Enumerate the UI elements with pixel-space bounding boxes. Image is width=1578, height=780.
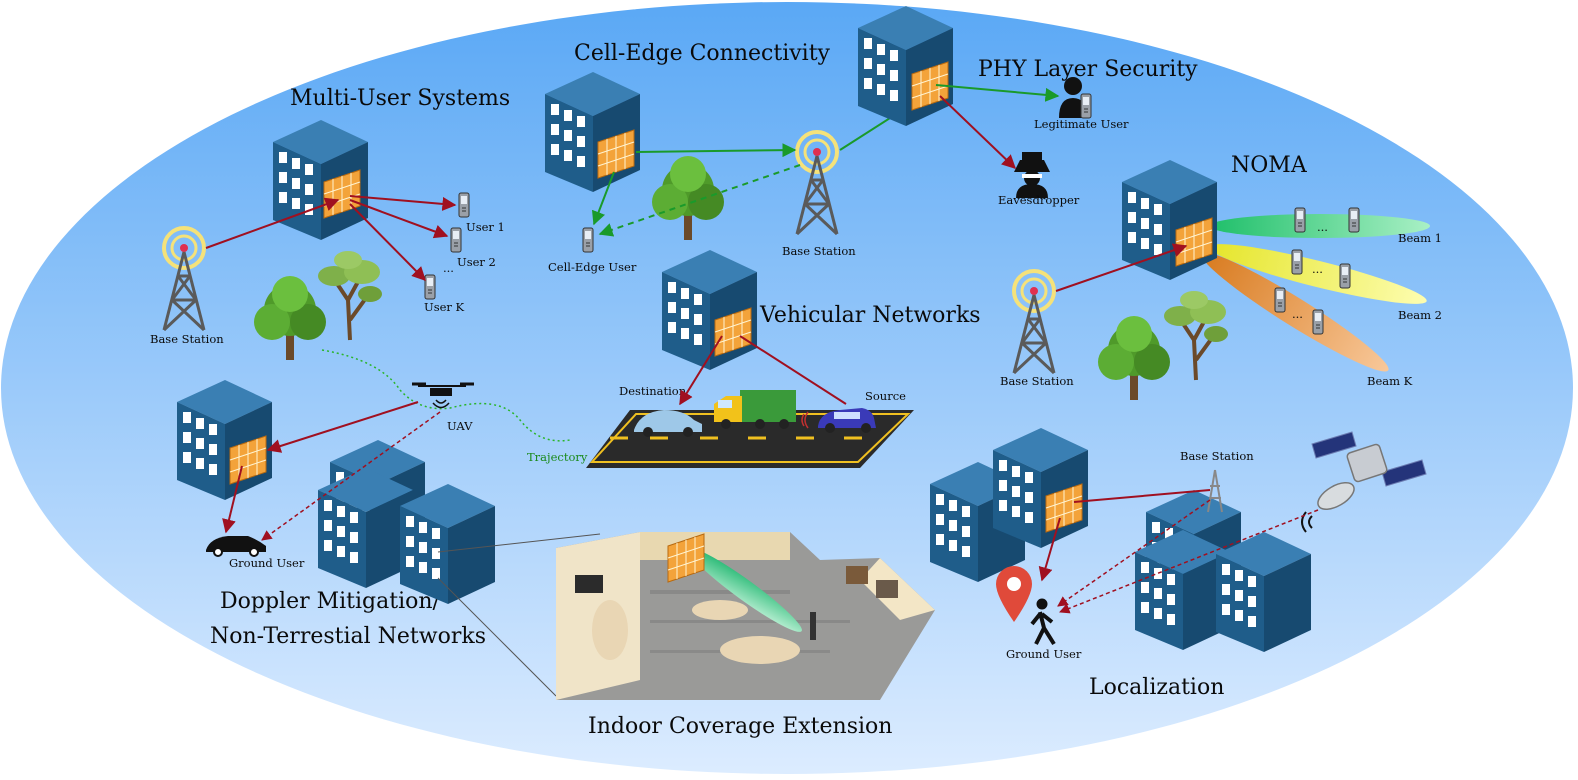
- vehicular-title: Vehicular Networks: [759, 303, 981, 328]
- link-arrow: [598, 164, 801, 237]
- doppler-ntn-section: Doppler Mitigation/ Non-Terrestial Netwo…: [177, 349, 588, 649]
- noma-dots: ...: [1292, 307, 1303, 321]
- building-icon: [1216, 532, 1311, 652]
- link-arrow: [1059, 509, 1319, 614]
- mu-dots: ...: [443, 261, 454, 275]
- road-edge: [589, 413, 911, 463]
- multi-user-section: Multi-User Systems Base Station User 1 U…: [150, 86, 510, 360]
- phy-security-title: PHY Layer Security: [978, 57, 1198, 82]
- mu-userk-label: User K: [424, 300, 465, 314]
- uav-trajectory-path: [321, 349, 571, 442]
- veh-destination-label: Destination: [619, 384, 687, 398]
- phone-icon: [424, 274, 436, 300]
- loc-base-station-label: Base Station: [1180, 449, 1254, 463]
- phone-icon: [1312, 309, 1324, 335]
- link-arrow: [349, 195, 457, 211]
- noma-title: NOMA: [1231, 153, 1308, 178]
- uav-drone-icon: [412, 382, 474, 409]
- zoom-line: [437, 533, 601, 553]
- satellite-icon: [1311, 431, 1427, 510]
- phone-icon: [1291, 249, 1303, 275]
- eavesdropper-icon: [1014, 152, 1050, 198]
- satellite-signal-icon: [1301, 511, 1313, 533]
- phone-icon: [450, 227, 462, 253]
- phone-icon: [582, 227, 594, 253]
- multi-user-title: Multi-User Systems: [290, 86, 510, 111]
- link-arrow: [1057, 499, 1211, 607]
- doppler-title-line1: Doppler Mitigation/: [220, 589, 441, 614]
- noma-dots: ...: [1312, 262, 1323, 276]
- cell-edge-section: Cell-Edge Connectivity Base Station Cell…: [545, 41, 914, 274]
- phy-security-section: PHY Layer Security Legitimate User Eaves…: [858, 6, 1198, 207]
- link-arrow: [222, 465, 243, 534]
- link-arrow: [591, 171, 615, 226]
- truck-icon: [714, 390, 796, 429]
- destination-car-icon: [634, 410, 702, 437]
- link-arrow: [261, 411, 441, 541]
- phone-icon: [458, 192, 470, 218]
- veh-source-label: Source: [865, 389, 906, 403]
- link-arrow: [939, 95, 1017, 169]
- doppler-title-line2: Non-Terrestial Networks: [210, 624, 486, 649]
- link-arrow: [1038, 517, 1061, 582]
- noma-section: NOMA ... ... ... Beam 1 Beam 2 Beam K Ba…: [1000, 153, 1442, 400]
- phy-legit-label: Legitimate User: [1034, 117, 1129, 131]
- uav-label: UAV: [447, 419, 473, 433]
- link-arrow: [205, 197, 340, 249]
- ground-user-car-icon: [206, 536, 266, 557]
- phone-icon: [1294, 207, 1306, 233]
- link-arrow: [349, 203, 426, 281]
- mu-base-station-label: Base Station: [150, 332, 224, 346]
- link-arrow: [679, 335, 723, 406]
- building-icon: [1122, 160, 1217, 280]
- trajectory-label: Trajectory: [527, 450, 588, 464]
- building-icon: [662, 250, 757, 370]
- noma-dots: ...: [1317, 220, 1328, 234]
- zoom-line: [437, 577, 557, 697]
- indoor-title: Indoor Coverage Extension: [588, 714, 892, 739]
- source-car-icon: [818, 408, 876, 433]
- location-pin-icon: [996, 566, 1032, 622]
- vehicular-section: Vehicular Networks Destination Source: [586, 250, 981, 468]
- link-arrow: [635, 143, 797, 158]
- link-arrow: [1055, 243, 1188, 292]
- signal-waves-icon: [801, 411, 809, 429]
- localization-section: Localization Base Station Ground Us: [930, 428, 1427, 700]
- beam-shape: [1201, 252, 1389, 372]
- ce-user-label: Cell-Edge User: [548, 260, 637, 274]
- small-tower-icon: [1207, 469, 1223, 513]
- mu-user1-label: User 1: [466, 220, 505, 234]
- link-arrow: [349, 199, 449, 239]
- link-arrow: [935, 84, 1060, 102]
- noma-beam2-label: Beam 2: [1398, 308, 1442, 322]
- indoor-floorplan-image: [556, 532, 935, 700]
- link-arrow: [266, 401, 419, 453]
- noma-base-station-label: Base Station: [1000, 374, 1074, 388]
- localization-title: Localization: [1089, 675, 1224, 700]
- building-icon: [545, 72, 640, 192]
- phone-icon: [1080, 93, 1092, 119]
- ce-base-station-label: Base Station: [782, 244, 856, 258]
- phone-icon: [1274, 287, 1286, 313]
- noma-beam1-label: Beam 1: [1398, 231, 1442, 245]
- beam-shape: [1210, 214, 1430, 238]
- mu-user2-label: User 2: [457, 255, 496, 269]
- indoor-section: Indoor Coverage Extension: [437, 532, 935, 739]
- building-icon: [318, 468, 413, 588]
- walking-person-icon: [1030, 598, 1056, 646]
- link-arrow: [1073, 489, 1211, 503]
- phone-icon: [1339, 263, 1351, 289]
- phone-icon: [1348, 207, 1360, 233]
- noma-beamk-label: Beam K: [1367, 374, 1413, 388]
- ntn-ground-user-label: Ground User: [229, 556, 305, 570]
- beam-shape: [1209, 244, 1427, 304]
- link-arrow: [739, 335, 847, 405]
- building-icon: [1135, 530, 1230, 650]
- building-icon: [400, 484, 495, 604]
- loc-ground-user-label: Ground User: [1006, 647, 1082, 661]
- cell-edge-title: Cell-Edge Connectivity: [574, 41, 831, 66]
- phy-eaves-label: Eavesdropper: [998, 193, 1080, 207]
